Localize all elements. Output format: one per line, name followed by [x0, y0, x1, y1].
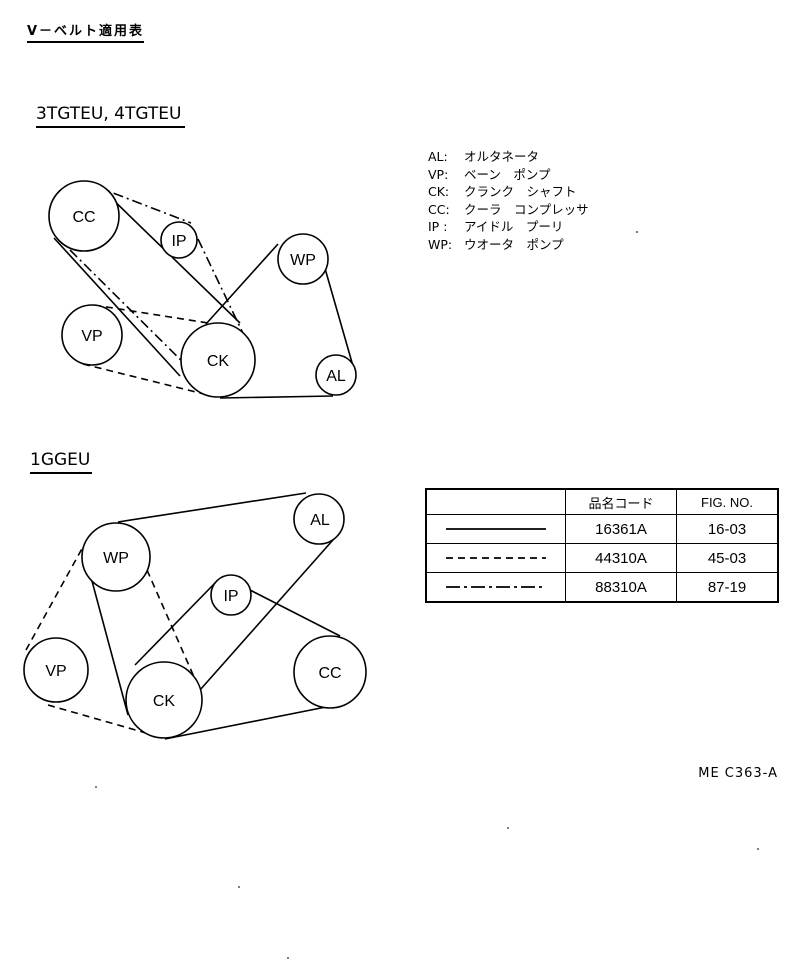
fig-number: 16-03	[676, 514, 779, 544]
table-row: 44310A 45-03	[425, 543, 779, 573]
pulley-label: CC	[72, 209, 95, 226]
legend-item: CK:クランク シャフト	[428, 184, 577, 200]
pulley-label: CK	[153, 693, 176, 710]
pulley-label: AL	[326, 368, 346, 385]
pulley-cc	[48, 180, 120, 252]
pulley-al	[315, 354, 357, 396]
table-row: 88310A 87-19	[425, 572, 779, 603]
pulley-vp	[61, 304, 123, 366]
diagram-1ggeu	[23, 492, 367, 740]
belt-solid	[117, 492, 307, 523]
pulley-label: VP	[45, 663, 66, 680]
belt-dashed	[93, 304, 209, 324]
pulley-label: CC	[318, 665, 341, 682]
line-sample-dashed	[425, 543, 566, 573]
part-code: 16361A	[565, 514, 677, 544]
belt-solid	[219, 395, 334, 399]
pulley-label: WP	[103, 550, 129, 567]
diagram-3tgteu	[48, 180, 357, 399]
scan-speck	[238, 886, 240, 888]
table-header-row: 品名コード FIG. NO.	[425, 488, 779, 515]
pulley-vp	[23, 637, 89, 703]
drawing-code: ME C363-A	[698, 766, 778, 781]
part-code: 44310A	[565, 543, 677, 573]
belt-solid	[199, 531, 341, 691]
pulley-label: AL	[310, 512, 330, 529]
belt-solid	[134, 581, 217, 666]
page-title: V－ベルト適用表	[27, 20, 145, 43]
belt-parts-table: 品名コード FIG. NO. 16361A 16-03 44310A 45-03…	[425, 488, 779, 603]
belt-solid	[205, 243, 279, 325]
pulley-legend: AL:オルタネータ VP:ベーン ポンプ CK:クランク シャフト CC:クーラ…	[428, 148, 589, 254]
pulley-label: CK	[207, 353, 230, 370]
legend-item: CC:クーラ コンプレッサ	[428, 201, 589, 217]
pulley-ip	[210, 574, 252, 616]
section-title-1ggeu: 1GGEU	[30, 450, 93, 474]
belt-dashed	[146, 569, 199, 687]
pulley-wp	[81, 522, 151, 592]
belt-solid	[321, 257, 356, 374]
belt-solid	[53, 237, 181, 377]
legend-item: IP :アイドル プーリ	[428, 219, 564, 235]
part-code: 88310A	[565, 572, 677, 603]
line-sample-solid	[425, 514, 566, 544]
pulley-ck	[125, 661, 203, 739]
scan-speck	[507, 827, 509, 829]
column-header-line	[425, 488, 566, 515]
pulley-ip	[160, 221, 198, 259]
legend-item: WP:ウオータ ポンプ	[428, 236, 564, 252]
belt-solid	[164, 704, 337, 740]
scan-speck	[95, 786, 97, 788]
pulley-cc	[293, 635, 367, 709]
scan-speck	[757, 848, 759, 850]
scan-speck	[636, 231, 638, 233]
pulley-wp	[277, 233, 329, 285]
column-header-code: 品名コード	[565, 488, 677, 515]
scan-speck	[287, 957, 289, 959]
table-row: 16361A 16-03	[425, 514, 779, 544]
pulley-label: IP	[223, 588, 238, 605]
belt-dash-dot	[197, 238, 251, 349]
legend-item: AL:オルタネータ	[428, 149, 540, 164]
column-header-fig: FIG. NO.	[676, 488, 779, 515]
belt-dashed	[82, 363, 217, 398]
legend-item: VP:ベーン ポンプ	[428, 166, 551, 182]
belt-dashed	[47, 704, 161, 738]
pulley-label: VP	[81, 328, 102, 345]
belt-dash-dot	[94, 185, 192, 224]
pulley-label: WP	[290, 252, 316, 269]
line-sample-dash-dot	[425, 572, 566, 603]
fig-number: 87-19	[676, 572, 779, 603]
pulley-ck	[180, 322, 256, 398]
pulley-al	[293, 493, 345, 545]
belt-solid	[249, 589, 341, 637]
belt-dashed	[25, 544, 85, 651]
section-title-3tgteu: 3TGTEU, 4TGTEU	[36, 104, 186, 128]
fig-number: 45-03	[676, 543, 779, 573]
pulley-label: IP	[171, 233, 186, 250]
